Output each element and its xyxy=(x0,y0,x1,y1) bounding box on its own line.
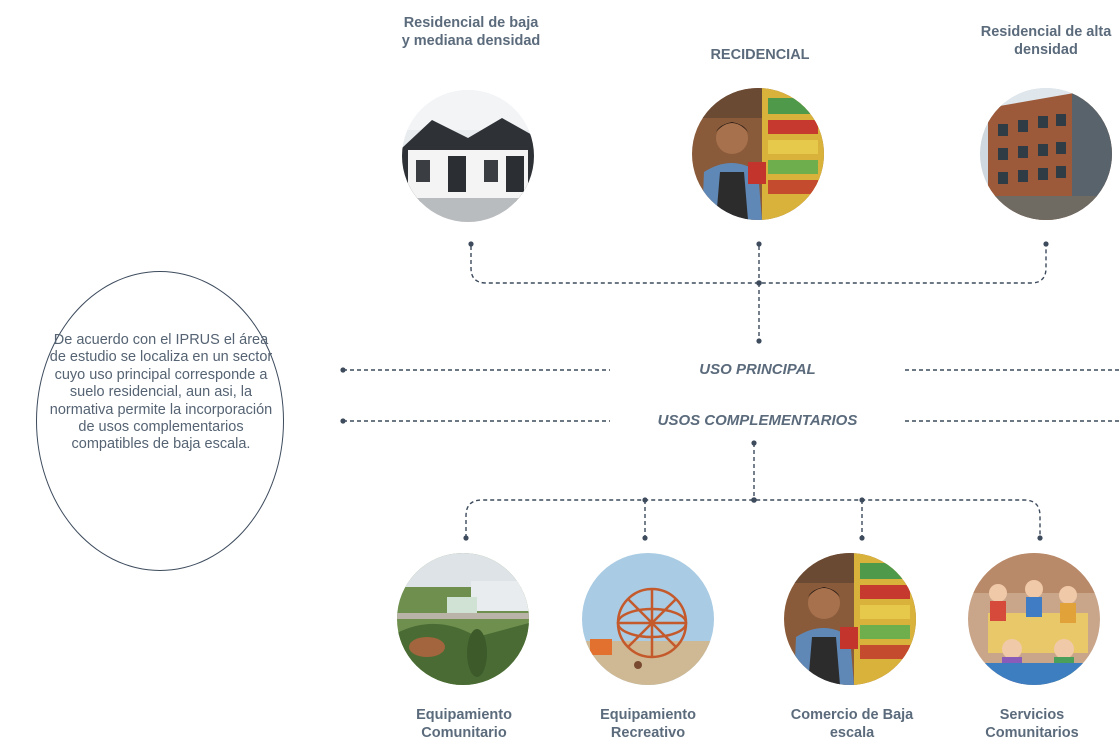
bottom-label-recreational: Equipamiento Recreativo xyxy=(600,707,696,741)
section-complementary-uses: USOS COMPLEMENTARIOS xyxy=(657,412,858,429)
townhouses-photo xyxy=(402,90,534,222)
shopkeeper-photo-top xyxy=(692,88,824,220)
shopkeeper-photo-bottom xyxy=(784,553,916,685)
note-circle xyxy=(36,271,284,571)
classroom-photo xyxy=(968,553,1100,685)
bottom-label-commerce: Comercio de Baja escala xyxy=(790,707,914,741)
note-text: De acuerdo con el IPRUS el área de estud… xyxy=(49,332,273,453)
section-primary-use: USO PRINCIPAL xyxy=(699,361,816,378)
top-label-high-density: Residencial de alta densidad xyxy=(980,24,1112,58)
top-label-low-density: Residencial de baja y mediana densidad xyxy=(401,15,541,49)
apartment-building-photo xyxy=(980,88,1112,220)
top-label-residencial: RECIDENCIAL xyxy=(710,47,810,63)
playground-photo xyxy=(582,553,714,685)
bottom-label-community: Equipamiento Comunitario xyxy=(416,707,512,741)
park-aerial-photo xyxy=(397,553,529,685)
bottom-label-services: Servicios Comunitarios xyxy=(985,707,1079,741)
